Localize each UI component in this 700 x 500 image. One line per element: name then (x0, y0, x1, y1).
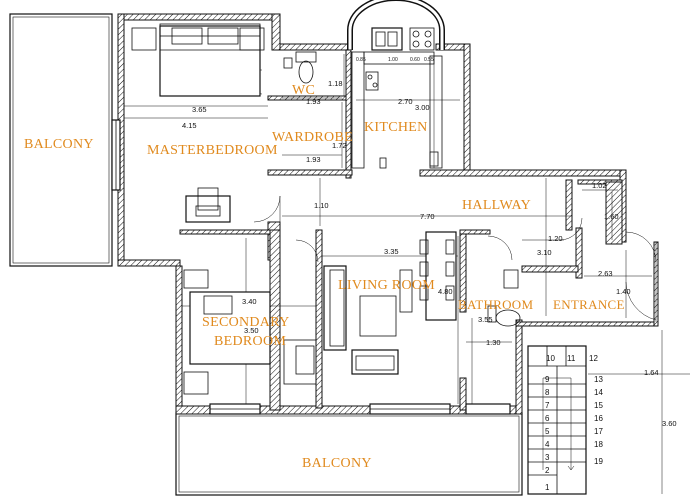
dining-table (419, 231, 457, 321)
dim-master-width-inner: 3.65 (192, 105, 207, 114)
dim-living-height: 4.80 (438, 287, 453, 296)
dim-hall-small: 1.20 (548, 234, 563, 243)
dim-entrance-height: 1.40 (616, 287, 631, 296)
staircase (527, 345, 587, 495)
dim-hall-height: 3.10 (537, 248, 552, 257)
stair-step-16: 16 (594, 414, 603, 423)
double-bed (131, 23, 265, 97)
stair-step-17: 17 (594, 427, 603, 436)
dim-hallway-length: 7.70 (420, 212, 435, 221)
stair-step-13: 13 (594, 375, 603, 384)
balcony-bottom-area (175, 412, 523, 496)
room-label-balcony-left: BALCONY (24, 137, 94, 152)
stair-numbers: 10 9 8 7 6 5 4 3 2 1 11 12 13 14 15 16 1… (545, 354, 603, 492)
room-label-hallway: HALLWAY (462, 198, 531, 213)
dim-living-width: 3.35 (384, 247, 399, 256)
dim-entrance-top: 1.02 (592, 181, 607, 190)
sofa-set (323, 265, 413, 375)
room-label-kitchen: KITCHEN (364, 120, 428, 135)
room-label-master-bedroom: MASTERBEDROOM (147, 143, 278, 158)
stair-step-8: 8 (545, 388, 550, 397)
dim-bath-width: 1.30 (486, 338, 501, 347)
single-bed (183, 269, 317, 395)
stair-step-14: 14 (594, 388, 603, 397)
toilet (283, 51, 317, 84)
room-label-entrance: ENTRANCE (553, 297, 625, 312)
stair-step-9: 9 (545, 375, 550, 384)
balcony-left-area (9, 13, 113, 267)
room-label-secondary-bedroom-line1: SECONDARY (202, 315, 290, 330)
stair-step-6: 6 (545, 414, 550, 423)
dim-secondary-height: 3.50 (244, 326, 259, 335)
dim-kitchen-height: 3.00 (415, 103, 430, 112)
room-label-wardrobe: WARDROBE (272, 130, 353, 145)
stair-step-19: 19 (594, 457, 603, 466)
dim-bath-height: 3.55 (478, 315, 493, 324)
dim-wc-width: 1.93 (306, 97, 321, 106)
dim-wardrobe-height: 1.72 (332, 141, 347, 150)
stair-step-5: 5 (545, 427, 550, 436)
dim-stair-width: 1.64 (644, 368, 659, 377)
dim-secondary-width: 3.40 (242, 297, 257, 306)
dim-hall-gap: 1.10 (314, 201, 329, 210)
dim-wc-height: 1.18 (328, 79, 343, 88)
kitchen-worktop-label-d: 0.55 (424, 57, 434, 63)
dim-entrance-side: 1.60 (604, 212, 619, 221)
interior-walls (179, 49, 623, 411)
stair-step-11: 11 (567, 354, 576, 363)
kitchen-worktop-label-b: 1.00 (388, 57, 398, 63)
stair-step-10: 10 (546, 354, 555, 363)
stair-step-3: 3 (545, 453, 550, 462)
dim-kitchen-width: 2.70 (398, 97, 413, 106)
room-label-balcony-bottom: BALCONY (302, 456, 372, 471)
stair-step-12: 12 (589, 354, 598, 363)
room-label-living-room: LIVING ROOM (338, 278, 435, 293)
stair-step-4: 4 (545, 440, 550, 449)
windows (111, 119, 511, 415)
room-label-wc: WC (292, 83, 315, 98)
bathroom-fixtures (487, 269, 521, 327)
stair-step-18: 18 (594, 440, 603, 449)
room-label-secondary-bedroom-line2: BEDROOM (214, 334, 286, 349)
doors (237, 69, 657, 322)
stair-step-2: 2 (545, 466, 550, 475)
stair-step-1: 1 (545, 483, 550, 492)
desk (185, 187, 231, 223)
dim-entrance-width: 2.63 (598, 269, 613, 278)
kitchen-worktop-label-c: 0.60 (410, 57, 420, 63)
kitchen-counter (351, 27, 443, 169)
kitchen-worktop-label-a: 0.85 (356, 57, 366, 63)
dim-master-width-outer: 4.15 (182, 121, 197, 130)
dim-wardrobe-width: 1.93 (306, 155, 321, 164)
dim-stair-height: 3.60 (662, 419, 677, 428)
stair-step-7: 7 (545, 401, 550, 410)
stair-step-15: 15 (594, 401, 603, 410)
room-label-bathroom: BATHROOM (458, 297, 533, 312)
